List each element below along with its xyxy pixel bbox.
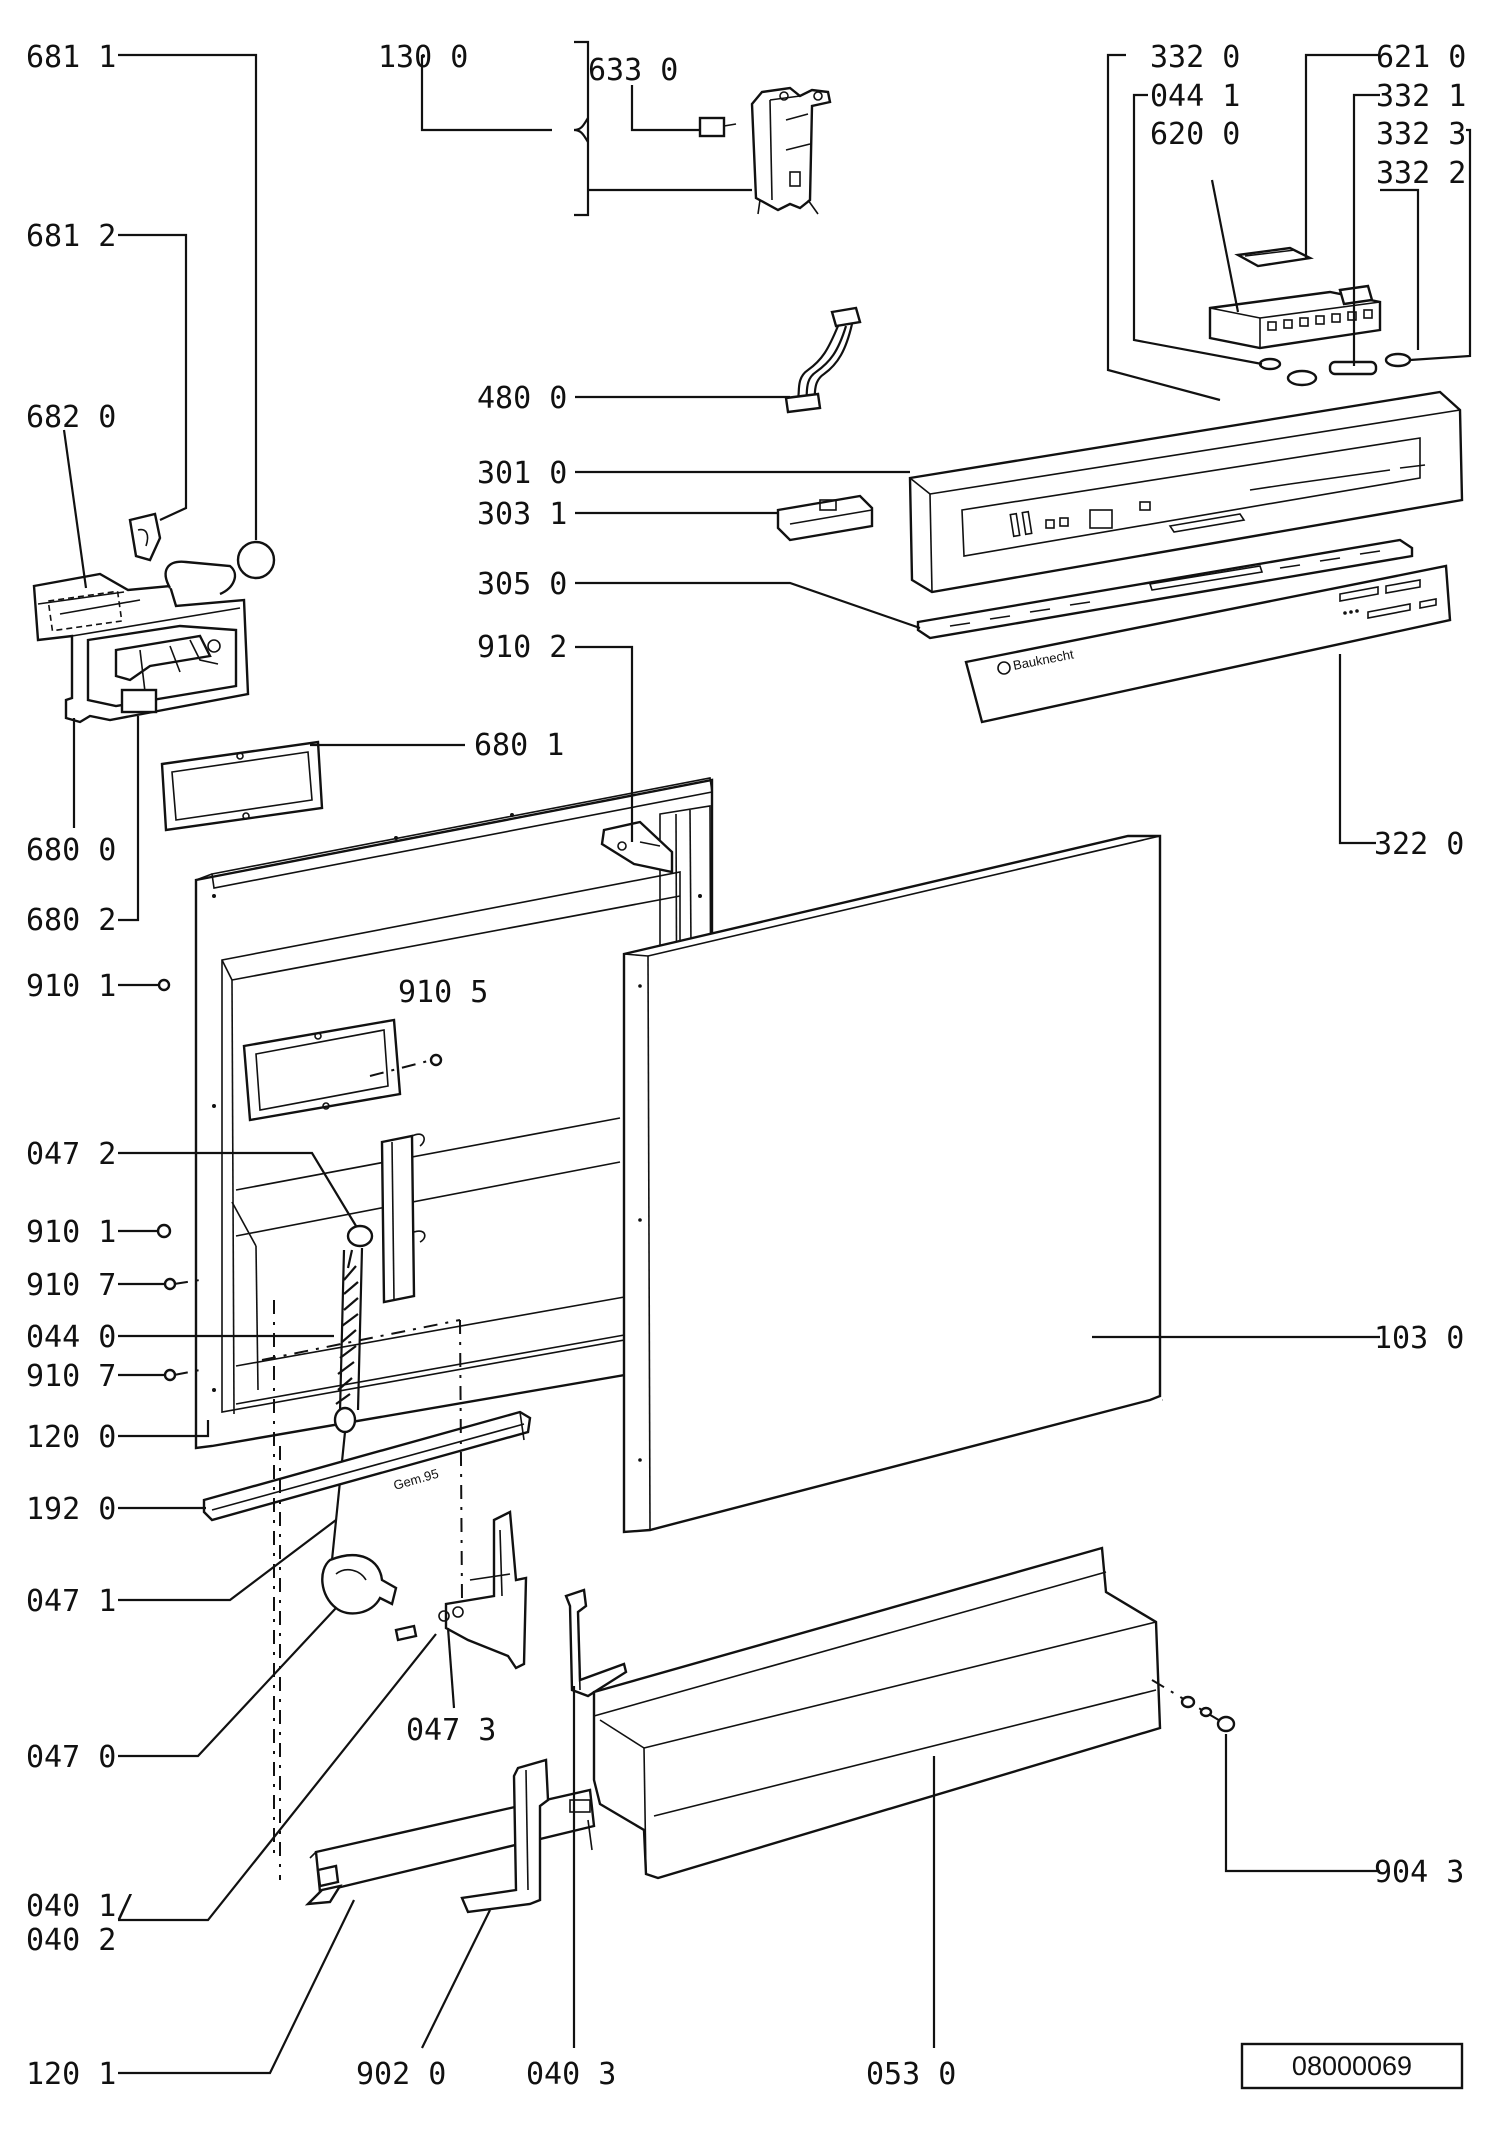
part-labels: 681 1 681 2 682 0 680 0 680 2 680 1 130 … <box>26 40 1466 2092</box>
detergent-dispenser <box>32 512 276 724</box>
label-620-0: 620 0 <box>1150 117 1240 152</box>
label-120-1: 120 1 <box>26 2057 116 2092</box>
label-047-0: 047 0 <box>26 1740 116 1775</box>
label-047-3: 047 3 <box>406 1713 496 1748</box>
bracket-040-3 <box>564 1588 628 1698</box>
label-910-7-a: 910 7 <box>26 1268 116 1303</box>
label-103-0: 103 0 <box>1374 1321 1464 1356</box>
label-040-1: 040 1/ <box>26 1889 134 1924</box>
door-spring-044 <box>330 1224 374 1561</box>
label-621-0: 621 0 <box>1376 40 1466 75</box>
label-904-3: 904 3 <box>1374 1855 1464 1890</box>
label-332-3: 332 3 <box>1376 117 1466 152</box>
label-044-0: 044 0 <box>26 1320 116 1355</box>
bracket-902 <box>460 1758 550 1914</box>
stamp-text: Gem.95 <box>392 1466 441 1493</box>
leader-lines <box>62 40 1472 2075</box>
door-panel-103 <box>622 834 1162 1534</box>
screw-904 <box>1151 1679 1236 1733</box>
label-910-1-b: 910 1 <box>26 1215 116 1250</box>
fascia-panel: Bauknecht <box>776 390 1464 724</box>
label-680-2: 680 2 <box>26 903 116 938</box>
label-633-0: 633 0 <box>588 53 678 88</box>
label-681-1: 681 1 <box>26 40 116 75</box>
hinge-part-130 <box>698 86 832 215</box>
alignment-lines <box>173 1059 463 1880</box>
label-040-2: 040 2 <box>26 1923 116 1958</box>
gasket-680 <box>160 740 324 832</box>
drawing-reference-number: 08000069 <box>1292 2051 1412 2081</box>
label-322-0: 322 0 <box>1374 827 1464 862</box>
label-680-0: 680 0 <box>26 833 116 868</box>
label-332-1: 332 1 <box>1376 79 1466 114</box>
label-044-1: 044 1 <box>1150 79 1240 114</box>
label-053-0: 053 0 <box>866 2057 956 2092</box>
label-681-2: 681 2 <box>26 219 116 254</box>
label-910-7-b: 910 7 <box>26 1359 116 1394</box>
label-130-0: 130 0 <box>378 40 468 75</box>
label-910-5: 910 5 <box>398 975 488 1010</box>
label-332-0: 332 0 <box>1150 40 1240 75</box>
drawing-reference-box: 08000069 <box>1240 2042 1464 2090</box>
plinth-053 <box>592 1546 1162 1880</box>
label-040-3: 040 3 <box>526 2057 616 2092</box>
label-047-1: 047 1 <box>26 1584 116 1619</box>
wire-harness-480 <box>784 306 862 414</box>
label-303-1: 303 1 <box>477 497 567 532</box>
label-680-1: 680 1 <box>474 728 564 763</box>
label-120-0: 120 0 <box>26 1420 116 1455</box>
label-332-2: 332 2 <box>1376 156 1466 191</box>
label-305-0: 305 0 <box>477 567 567 602</box>
label-682-0: 682 0 <box>26 400 116 435</box>
label-047-2: 047 2 <box>26 1137 116 1172</box>
hinge-047 <box>321 1510 528 1670</box>
control-board-assembly <box>1208 246 1412 387</box>
label-301-0: 301 0 <box>477 456 567 491</box>
label-480-0: 480 0 <box>477 381 567 416</box>
kick-plate-120-1 <box>304 1788 596 1906</box>
label-910-2: 910 2 <box>477 630 567 665</box>
label-910-1-a: 910 1 <box>26 969 116 1004</box>
label-902-0: 902 0 <box>356 2057 446 2092</box>
label-192-0: 192 0 <box>26 1492 116 1527</box>
